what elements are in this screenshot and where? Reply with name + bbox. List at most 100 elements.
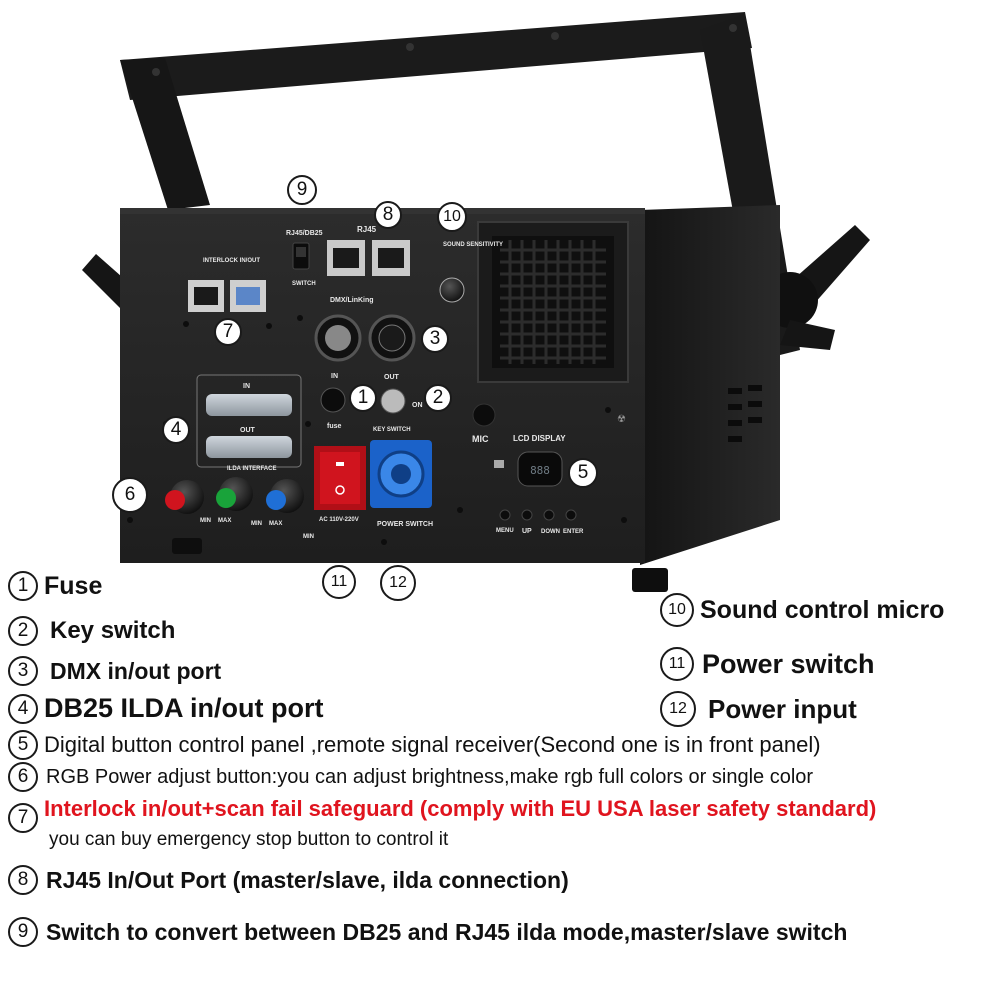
ilda-mode-switch (292, 242, 310, 270)
power-rocker-switch (314, 446, 366, 510)
legend-number: 10 (660, 593, 694, 627)
legend-item-7: 7 Interlock in/out+scan fail safeguard (… (8, 796, 876, 833)
label-fuse: fuse (327, 423, 342, 430)
label-up: UP (522, 528, 532, 535)
legend-item-4: 4 DB25 ILDA in/out port (8, 693, 323, 724)
label-interlock: INTERLOCK IN/OUT (203, 258, 260, 264)
laser-warning-sign: ☢ (617, 414, 626, 425)
label-down: DOWN (541, 529, 560, 535)
label-key-out: OUT (384, 374, 400, 381)
menu-buttons (499, 509, 577, 521)
label-switch: SWITCH (292, 281, 316, 287)
rj45-ports (327, 240, 410, 276)
foot-right (632, 568, 668, 592)
legend-label: Digital button control panel ,remote sig… (44, 732, 821, 757)
label-max-1: MAX (218, 518, 231, 524)
legend-number: 8 (8, 865, 38, 895)
legend-item-9: 9 Switch to convert between DB25 and RJ4… (8, 917, 847, 947)
label-mic: MIC (472, 434, 489, 444)
legend-label: Power switch (702, 648, 875, 679)
label-min-3: MIN (303, 534, 314, 540)
label-on: ON (412, 402, 423, 409)
label-min-2: MIN (251, 521, 262, 527)
label-dmx-linking: DMX/LinKing (330, 297, 374, 304)
label-power-switch: POWER SWITCH (377, 521, 433, 528)
interlock-ports (188, 280, 266, 312)
legend-item-10: 10 Sound control micro (660, 593, 944, 627)
lcd-display (517, 451, 563, 487)
legend-label: RGB Power adjust button:you can adjust b… (46, 765, 814, 788)
legend-label: Key switch (50, 617, 176, 644)
callout-1: 1 (349, 384, 377, 412)
legend-item-1: 1 Fuse (8, 571, 102, 601)
callout-5: 5 (568, 458, 598, 488)
fuse-holder (320, 387, 346, 413)
callout-8: 8 (374, 201, 402, 229)
db25-ilda-ports (196, 374, 302, 468)
legend-number: 6 (8, 762, 38, 792)
microphone (472, 403, 496, 427)
legend-number: 1 (8, 571, 38, 601)
power-input-connector (370, 440, 432, 508)
callout-4: 4 (162, 416, 190, 444)
callout-10: 10 (437, 202, 467, 232)
foot-left (172, 538, 202, 554)
label-out: OUT (240, 427, 256, 434)
legend-item-2: 2 Key switch (8, 616, 175, 646)
label-sound-sensitivity: SOUND SENSITIVITY (443, 242, 503, 248)
label-rj45-db25: RJ45/DB25 (286, 230, 323, 237)
callout-11: 11 (322, 565, 356, 599)
callout-3: 3 (421, 325, 449, 353)
legend-number: 12 (660, 691, 696, 727)
label-ilda-interface: ILDA INTERFACE (227, 466, 276, 472)
legend-label: RJ45 In/Out Port (master/slave, ilda con… (46, 866, 569, 893)
callout-9: 9 (287, 175, 317, 205)
legend-label: Interlock in/out+scan fail safeguard (co… (44, 796, 877, 821)
legend-number: 4 (8, 693, 38, 724)
callout-2: 2 (424, 384, 452, 412)
label-fuse-in: IN (331, 373, 338, 380)
cooling-fan (477, 221, 629, 383)
callout-6: 6 (112, 477, 148, 513)
legend-label: Sound control micro (700, 595, 945, 624)
legend-label: DMX in/out port (50, 657, 222, 684)
legend-number: 5 (8, 730, 38, 760)
legend-number: 9 (8, 917, 38, 947)
legend-item-8: 8 RJ45 In/Out Port (master/slave, ilda c… (8, 865, 569, 895)
legend-7-sublabel: you can buy emergency stop button to con… (49, 829, 449, 850)
legend-item-11: 11 Power switch (660, 647, 875, 681)
legend-label: Switch to convert between DB25 and RJ45 … (46, 918, 848, 945)
dmx-xlr-ports (314, 314, 416, 362)
label-enter: ENTER (563, 529, 584, 535)
legend-label: Power input (708, 693, 857, 724)
legend-number: 11 (660, 647, 694, 681)
label-max-2: MAX (269, 521, 282, 527)
label-lcd-display: LCD DISPLAY (513, 434, 566, 443)
label-min-1: MIN (200, 518, 211, 524)
callout-7: 7 (214, 318, 242, 346)
lcd-digits: 888 (530, 464, 550, 477)
label-in: IN (243, 383, 250, 390)
legend-number: 3 (8, 656, 38, 686)
sound-sensitivity-knob (439, 277, 465, 303)
legend-number: 2 (8, 616, 38, 646)
legend-item-5: 5 Digital button control panel ,remote s… (8, 730, 821, 760)
legend-label: Fuse (44, 571, 103, 600)
label-rj45: RJ45 (357, 225, 377, 234)
ir-receiver (494, 460, 504, 468)
legend-item-6: 6 RGB Power adjust button:you can adjust… (8, 762, 813, 792)
label-key-switch: KEY SWITCH (373, 427, 411, 433)
legend-item-3: 3 DMX in/out port (8, 656, 221, 686)
label-menu: MENU (496, 528, 514, 534)
legend-item-12: 12 Power input (660, 691, 857, 727)
label-ac-voltage: AC 110V-220V (319, 517, 359, 523)
key-switch (380, 388, 406, 414)
legend-label: DB25 ILDA in/out port (44, 693, 324, 723)
body-side (640, 205, 780, 565)
rgb-power-knobs (165, 477, 304, 514)
callout-12: 12 (380, 565, 416, 601)
legend-number: 7 (8, 803, 38, 833)
side-vents (728, 385, 762, 442)
